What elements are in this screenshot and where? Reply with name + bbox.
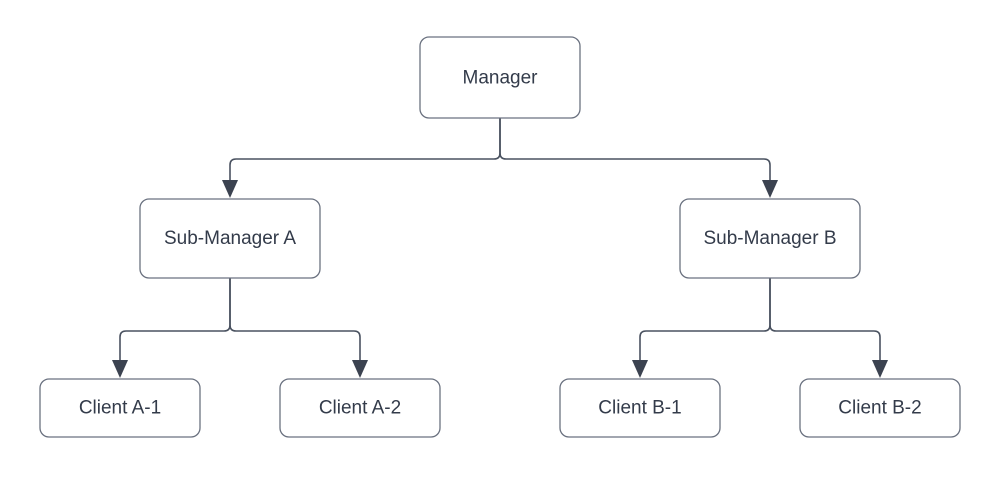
edge-sub-manager-b-to-client-b-2 (769, 278, 881, 365)
node-client-b-1-label: Client B-1 (598, 398, 681, 419)
connector-layer (112, 118, 888, 378)
node-manager-box[interactable] (419, 36, 581, 119)
node-client-b-2-label: Client B-2 (838, 398, 921, 419)
node-manager[interactable]: Manager (419, 36, 581, 119)
arrow-head-sub-manager-b (762, 180, 778, 198)
node-client-b-2-box[interactable] (799, 378, 961, 438)
edge-manager-to-sub-manager-a (229, 118, 501, 185)
arrow-head-client-a-1 (112, 360, 128, 378)
arrow-head-client-b-1 (632, 360, 648, 378)
node-client-a-2-label: Client A-2 (319, 398, 401, 419)
node-client-a-2-box[interactable] (279, 378, 441, 438)
node-client-a-1-label: Client A-1 (79, 398, 161, 419)
node-client-b-2[interactable]: Client B-2 (799, 378, 961, 438)
node-client-a-1[interactable]: Client A-1 (39, 378, 201, 438)
node-sub-manager-a-label: Sub-Manager A (164, 228, 296, 249)
edge-manager-to-sub-manager-b (499, 118, 771, 185)
node-sub-manager-b-label: Sub-Manager B (703, 228, 836, 249)
node-sub-manager-b[interactable]: Sub-Manager B (679, 198, 861, 279)
node-sub-manager-a[interactable]: Sub-Manager A (139, 198, 321, 279)
node-client-b-1-box[interactable] (559, 378, 721, 438)
node-sub-manager-b-box[interactable] (679, 198, 861, 279)
node-sub-manager-a-box[interactable] (139, 198, 321, 279)
edge-sub-manager-a-to-client-a-1 (119, 278, 231, 365)
node-client-a-2[interactable]: Client A-2 (279, 378, 441, 438)
node-client-b-1[interactable]: Client B-1 (559, 378, 721, 438)
node-manager-label: Manager (463, 68, 539, 89)
node-layer: Manager Sub-Manager A Sub-Manager B Clie… (39, 36, 961, 438)
edge-sub-manager-b-to-client-b-1 (639, 278, 771, 365)
arrow-head-client-b-2 (872, 360, 888, 378)
arrow-head-client-a-2 (352, 360, 368, 378)
arrow-head-sub-manager-a (222, 180, 238, 198)
node-client-a-1-box[interactable] (39, 378, 201, 438)
edge-sub-manager-a-to-client-a-2 (229, 278, 361, 365)
